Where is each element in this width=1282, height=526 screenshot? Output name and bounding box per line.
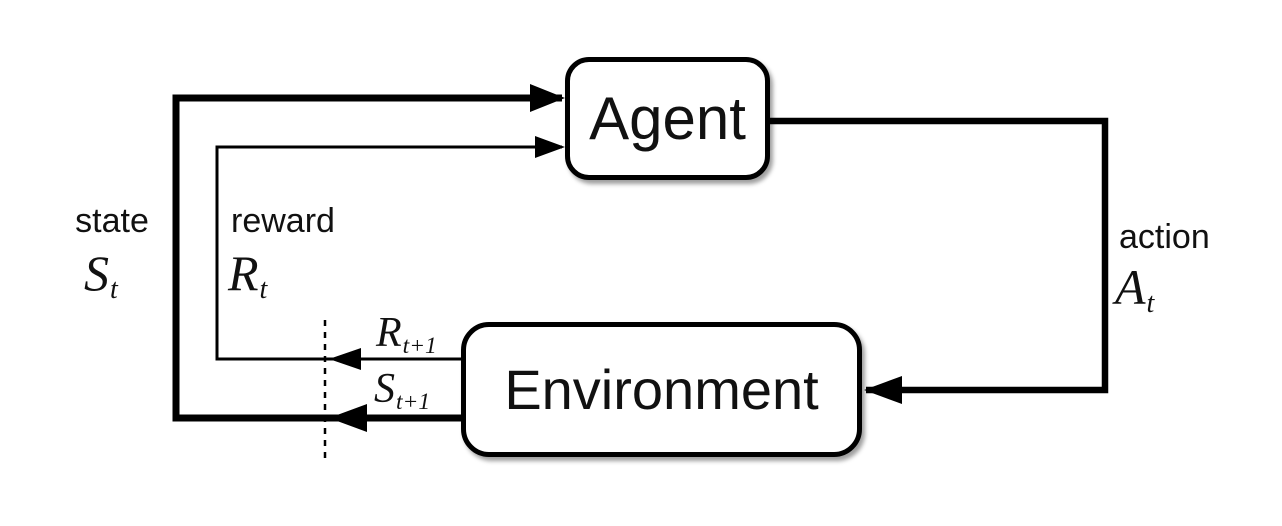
- next-state-arrowhead-at-boundary: [329, 404, 367, 432]
- action-symbol-label: At: [1115, 262, 1154, 318]
- action-line: [770, 117, 1109, 394]
- environment-box-label: Environment: [504, 358, 819, 421]
- reward-arrowhead-into-agent: [535, 136, 565, 158]
- state-symbol-label: St: [84, 248, 118, 304]
- state-word-label: state: [75, 202, 149, 240]
- reward-subscript: t: [259, 274, 268, 306]
- reward-word-label: reward: [231, 202, 335, 240]
- action-arrowhead-into-environment: [864, 376, 902, 404]
- state-symbol: S: [84, 245, 109, 301]
- next-state-symbol: S: [374, 366, 395, 412]
- environment-box: Environment: [461, 322, 862, 457]
- agent-box-label: Agent: [589, 85, 746, 152]
- state-subscript: t: [110, 274, 118, 306]
- next-reward-subscript: t+1: [402, 333, 437, 360]
- action-word-label: action: [1119, 218, 1210, 256]
- next-state-subscript: t+1: [396, 389, 431, 416]
- state-arrowhead-into-agent: [530, 84, 565, 112]
- state-line: [172, 94, 562, 422]
- reward-symbol-label: Rt: [228, 248, 267, 304]
- agent-box: Agent: [565, 57, 770, 180]
- action-symbol: A: [1115, 259, 1146, 315]
- next-reward-symbol-label: Rt+1: [376, 312, 437, 359]
- next-reward-symbol: R: [376, 310, 402, 356]
- reward-symbol: R: [228, 245, 259, 301]
- action-subscript: t: [1146, 288, 1155, 320]
- next-reward-arrowhead-at-boundary: [329, 348, 361, 370]
- next-state-symbol-label: St+1: [374, 368, 430, 415]
